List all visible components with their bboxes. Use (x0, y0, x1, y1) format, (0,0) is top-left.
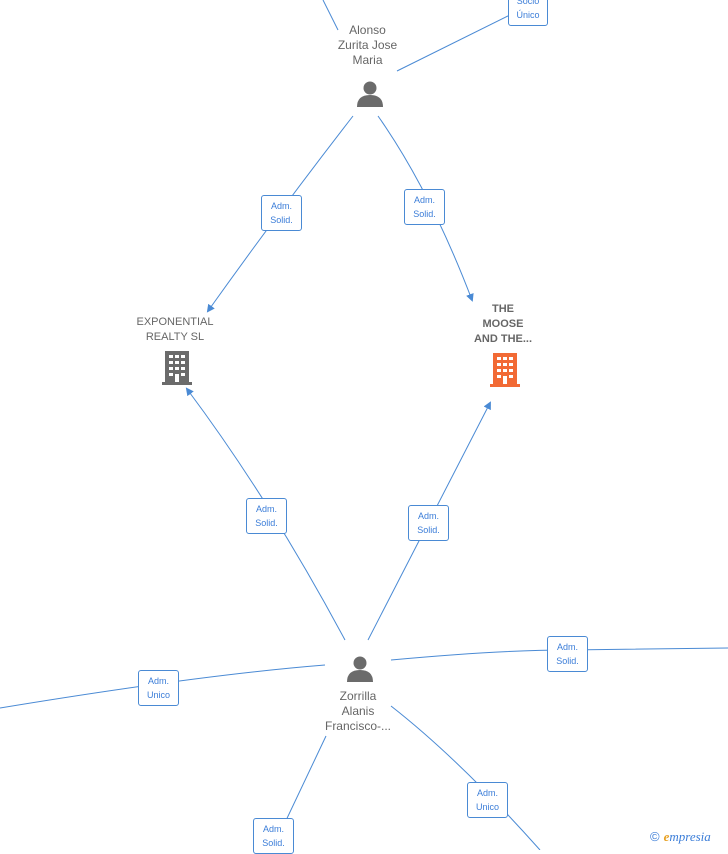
company-label-moose[interactable]: THE MOOSE AND THE... (473, 303, 533, 345)
brand-initial: e (663, 829, 670, 844)
edge-role-label[interactable]: Adm. Solid. (261, 195, 302, 231)
edge-role-label[interactable]: Adm. Solid. (404, 189, 445, 225)
brand-name: mpresia (669, 829, 711, 844)
person-label-zorrilla[interactable]: Zorrilla Alanis Francisco-... (324, 689, 391, 733)
edge-role-label[interactable]: Socio Único (508, 0, 548, 26)
edge-zorrilla-left (0, 664, 326, 709)
person-icon[interactable] (346, 655, 374, 683)
edge-role-label[interactable]: Adm. Solid. (246, 498, 287, 534)
copyright-symbol: © (650, 829, 660, 844)
edge-alonso-socio (396, 9, 521, 72)
empresia-logo: ©empresia (650, 829, 711, 845)
person-label-alonso[interactable]: Alonso Zurita Jose Maria (337, 23, 398, 67)
company-label-exponential[interactable]: EXPONENTIAL REALTY SL (136, 316, 214, 343)
building-icon[interactable] (490, 353, 520, 387)
edge-role-label[interactable]: Adm. Solid. (408, 505, 449, 541)
edge-role-label[interactable]: Adm. Unico (467, 782, 508, 818)
edge-zorrilla-lower-right (390, 705, 541, 850)
edge-role-label[interactable]: Adm. Unico (138, 670, 179, 706)
edge-role-label[interactable]: Adm. Solid. (547, 636, 588, 672)
building-icon[interactable] (162, 351, 192, 385)
edge-top-left (322, 0, 339, 31)
person-icon[interactable] (356, 80, 384, 108)
edge-role-label[interactable]: Adm. Solid. (253, 818, 294, 854)
